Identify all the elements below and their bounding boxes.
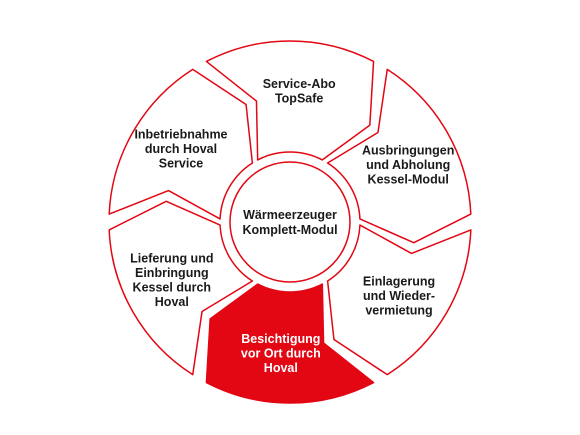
- segment-shape-lieferung: [108, 200, 254, 376]
- segment-shape-ausbringungen: [326, 68, 472, 244]
- segment-shape-besichtigung: [205, 283, 375, 404]
- segment-shape-inbetriebnahme: [108, 68, 254, 220]
- segment-shape-einlagerung: [326, 224, 472, 376]
- center-circle: [229, 161, 351, 283]
- segment-shape-service-abo: [205, 40, 375, 161]
